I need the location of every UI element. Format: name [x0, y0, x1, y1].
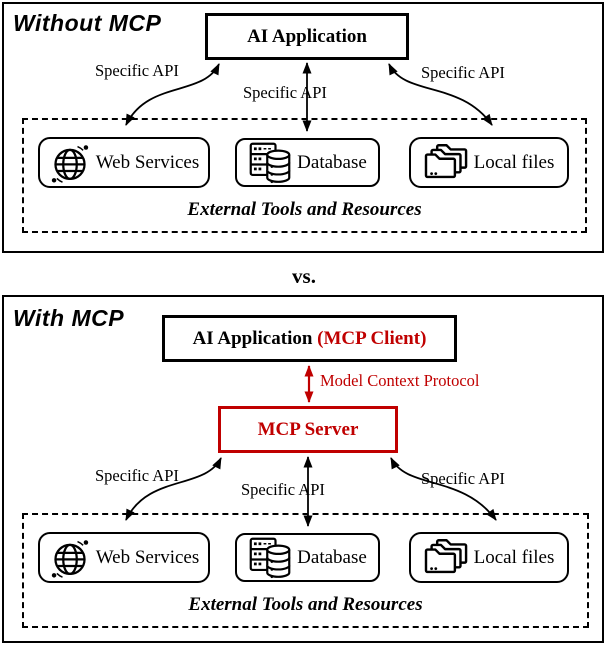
specific-api-label-top-left: Specific API — [95, 61, 179, 80]
specific-api-label-top-center: Specific API — [243, 83, 327, 102]
web-services-label: Web Services — [95, 151, 200, 173]
web-services-box-top: Web Services — [38, 137, 210, 188]
globe-icon — [51, 540, 88, 578]
database-icon — [249, 142, 291, 183]
globe-icon — [51, 145, 88, 183]
local-files-label: Local files — [473, 546, 555, 568]
ai-application-client-box: AI Application (MCP Client) — [162, 315, 457, 362]
specific-api-label-bottom-center: Specific API — [241, 480, 325, 499]
local-files-box-bottom: Local files — [409, 532, 569, 583]
with-mcp-title: With MCP — [13, 305, 125, 331]
specific-api-label-top-right: Specific API — [421, 63, 505, 82]
database-box-top: Database — [235, 138, 380, 187]
specific-api-label-bottom-left: Specific API — [95, 466, 179, 485]
local-files-label: Local files — [473, 151, 555, 173]
database-label: Database — [297, 151, 367, 173]
ai-application-box: AI Application — [205, 13, 409, 60]
folders-icon — [424, 144, 467, 179]
mcp-client-label: (MCP Client) — [317, 327, 427, 349]
database-icon — [249, 537, 291, 578]
external-tools-label-top: External Tools and Resources — [187, 199, 422, 220]
specific-api-label-bottom-right: Specific API — [421, 469, 505, 488]
database-label: Database — [297, 546, 367, 568]
web-services-label: Web Services — [95, 546, 200, 568]
ai-application-client-label: AI Application — [192, 327, 313, 349]
web-services-box-bottom: Web Services — [38, 532, 210, 583]
without-mcp-title: Without MCP — [13, 10, 162, 36]
database-box-bottom: Database — [235, 533, 380, 582]
model-context-protocol-label: Model Context Protocol — [320, 371, 480, 390]
external-tools-label-bottom: External Tools and Resources — [188, 594, 423, 615]
ai-application-label: AI Application — [247, 25, 367, 47]
mcp-server-label: MCP Server — [257, 418, 359, 440]
vs-label: vs. — [292, 264, 316, 288]
folders-icon — [424, 539, 467, 574]
mcp-server-box: MCP Server — [218, 406, 398, 453]
local-files-box-top: Local files — [409, 137, 569, 188]
